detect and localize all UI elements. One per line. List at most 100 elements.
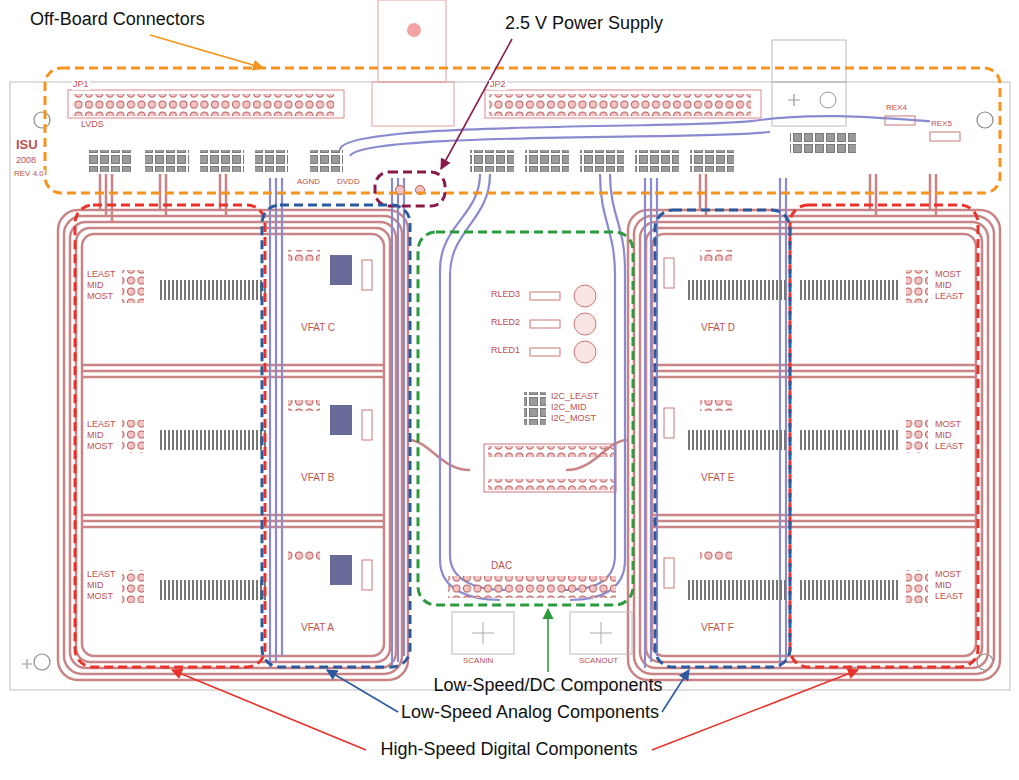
silkscreen-text: RLED2 bbox=[490, 318, 521, 328]
pin-row bbox=[288, 250, 320, 261]
silkscreen-text: MID bbox=[934, 431, 953, 441]
callout-label: Low-Speed/DC Components bbox=[433, 676, 662, 696]
bottom-layer-traces bbox=[270, 116, 940, 668]
terminal-block bbox=[772, 40, 846, 82]
resistor bbox=[664, 408, 674, 438]
trace-run bbox=[82, 365, 384, 527]
trace-loop bbox=[652, 234, 976, 656]
silkscreen-text: LEAST bbox=[934, 442, 965, 452]
vfat-footprint bbox=[688, 580, 788, 600]
silkscreen-text: I2C_LEAST bbox=[550, 392, 600, 402]
vfat-footprint bbox=[800, 280, 900, 300]
leader-line bbox=[327, 670, 398, 712]
silkscreen-text: ISU bbox=[15, 138, 39, 152]
header-outline bbox=[485, 90, 761, 118]
region-power bbox=[375, 172, 445, 206]
board-outline bbox=[10, 82, 1010, 690]
silkscreen-text: VFAT F bbox=[700, 622, 735, 633]
callout-label: 2.5 V Power Supply bbox=[505, 14, 663, 34]
silkscreen-text: MID bbox=[86, 431, 105, 441]
silkscreen-text: REV 4.0 bbox=[13, 170, 45, 179]
pad-group bbox=[88, 150, 132, 172]
i2c-jumpers bbox=[524, 392, 546, 425]
pad-group bbox=[255, 150, 288, 172]
resistor bbox=[362, 560, 372, 590]
leader-line bbox=[547, 609, 549, 672]
leader-line bbox=[150, 35, 263, 68]
silkscreen-text: RLED1 bbox=[490, 346, 521, 356]
silkscreen-text: REX4 bbox=[885, 104, 908, 113]
silkscreen-text: MOST bbox=[86, 592, 114, 602]
pin-row bbox=[700, 400, 732, 411]
silkscreen-text: MID bbox=[934, 581, 953, 591]
silkscreen-text: REX5 bbox=[930, 120, 953, 129]
power-jack-body bbox=[372, 82, 454, 126]
vfat-footprint bbox=[158, 430, 268, 450]
trace-loop bbox=[76, 228, 390, 662]
callout-label: High-Speed Digital Components bbox=[380, 740, 637, 760]
trace-curve bbox=[450, 174, 505, 590]
mounting-hole bbox=[34, 654, 50, 670]
silkscreen-text: SCANOUT bbox=[578, 657, 619, 666]
resistor bbox=[530, 320, 560, 328]
silkscreen-text: DAC bbox=[490, 560, 513, 571]
pad-group bbox=[635, 150, 679, 172]
leader-line bbox=[652, 670, 858, 750]
resistor bbox=[885, 116, 915, 125]
pin-row bbox=[288, 550, 320, 561]
screw-terminal bbox=[820, 92, 836, 108]
plus-symbol bbox=[22, 659, 32, 669]
silkscreen-text: VFAT D bbox=[700, 322, 736, 333]
resistor bbox=[530, 348, 560, 356]
trace-loop bbox=[640, 222, 988, 668]
power-jack-pin bbox=[407, 23, 421, 37]
silkscreen-text: MOST bbox=[934, 420, 962, 430]
callout-leaders bbox=[150, 35, 858, 750]
address-pins bbox=[906, 420, 928, 453]
vfat-footprint bbox=[158, 580, 268, 600]
pad-group bbox=[310, 150, 343, 172]
trace-drop bbox=[100, 174, 226, 222]
component bbox=[330, 405, 352, 435]
silkscreen-text: MOST bbox=[934, 570, 962, 580]
address-pins bbox=[906, 570, 928, 603]
trace-loop bbox=[628, 210, 1000, 680]
plus-symbol bbox=[788, 94, 800, 106]
connector-cross bbox=[472, 622, 612, 644]
resistor bbox=[530, 292, 560, 300]
silkscreen-text: MOST bbox=[86, 292, 114, 302]
address-pins bbox=[906, 270, 928, 303]
vfat-footprint bbox=[800, 580, 900, 600]
pad-group bbox=[690, 150, 734, 172]
trace-run bbox=[652, 365, 976, 527]
region-dc bbox=[418, 232, 633, 605]
silkscreen-text: LEAST bbox=[86, 420, 117, 430]
trace-run bbox=[270, 178, 282, 668]
chip-pins bbox=[488, 479, 614, 490]
silkscreen-text: VFAT B bbox=[300, 472, 336, 483]
address-pins bbox=[122, 270, 144, 303]
region-high-speed bbox=[790, 205, 978, 667]
address-pins bbox=[122, 420, 144, 453]
trace-loop bbox=[58, 210, 408, 680]
region-off-board bbox=[45, 68, 1000, 193]
silkscreen-text: MOST bbox=[86, 442, 114, 452]
silkscreen-text: MID bbox=[86, 281, 105, 291]
pad-group bbox=[580, 150, 624, 172]
region-analog bbox=[262, 205, 410, 667]
header-pins bbox=[489, 94, 751, 116]
top-layer-traces bbox=[58, 174, 1000, 680]
trace-loop bbox=[634, 216, 994, 674]
led bbox=[574, 341, 596, 363]
led bbox=[574, 285, 596, 307]
silkscreen-text: SCANIN bbox=[462, 657, 494, 666]
vfat-footprint bbox=[688, 280, 788, 300]
silkscreen-text: MID bbox=[934, 281, 953, 291]
silkscreen-text: LEAST bbox=[934, 592, 965, 602]
terminal-block-body bbox=[772, 82, 846, 126]
silkscreen-text: MOST bbox=[934, 270, 962, 280]
leader-line bbox=[662, 670, 689, 712]
region-high-speed bbox=[75, 205, 265, 667]
silkscreen-text: LEAST bbox=[86, 570, 117, 580]
